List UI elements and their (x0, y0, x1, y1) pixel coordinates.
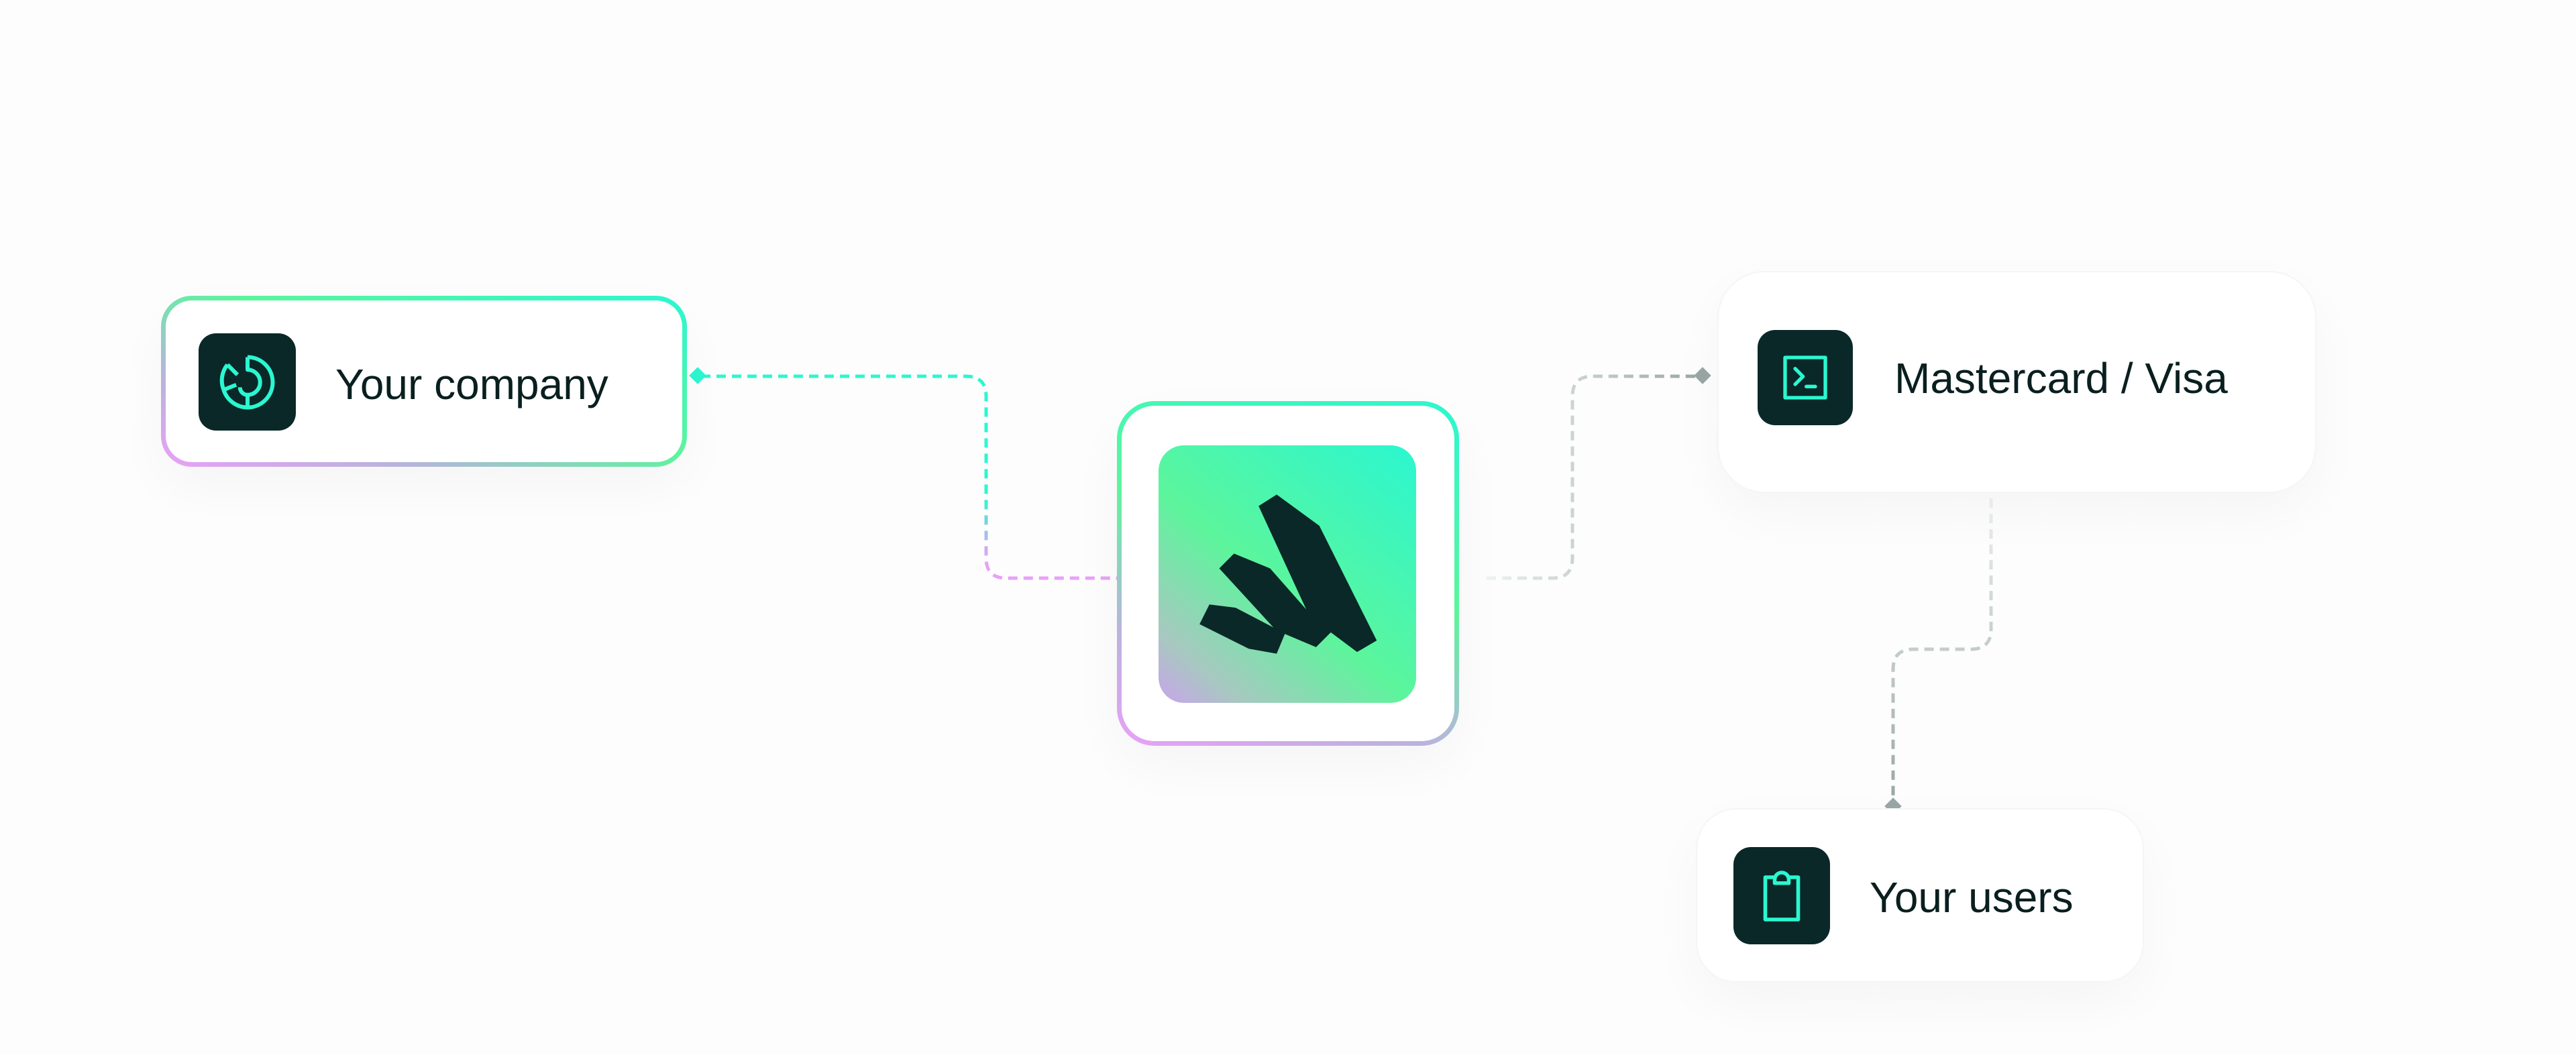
terminal-icon (1758, 330, 1853, 425)
node-hub[interactable] (1117, 401, 1459, 746)
node-your-users[interactable]: Your users (1696, 808, 2144, 983)
node-card-network[interactable]: Mastercard / Visa (1717, 271, 2316, 493)
brand-logo-icon (1159, 445, 1416, 703)
node-label: Mastercard / Visa (1894, 354, 2228, 402)
node-label: Your company (335, 360, 608, 408)
node-label: Your users (1870, 873, 2074, 922)
connector-company-hub (701, 374, 1117, 580)
node-your-company[interactable]: Your company (161, 296, 687, 467)
diamond-marker (689, 367, 706, 384)
connector-cardnetwork-users (1891, 483, 1993, 801)
diamond-marker (1694, 367, 1711, 384)
clipboard-icon (1733, 847, 1830, 944)
pie-chart-icon (199, 333, 296, 431)
connector-hub-cardnetwork (1487, 374, 1697, 580)
